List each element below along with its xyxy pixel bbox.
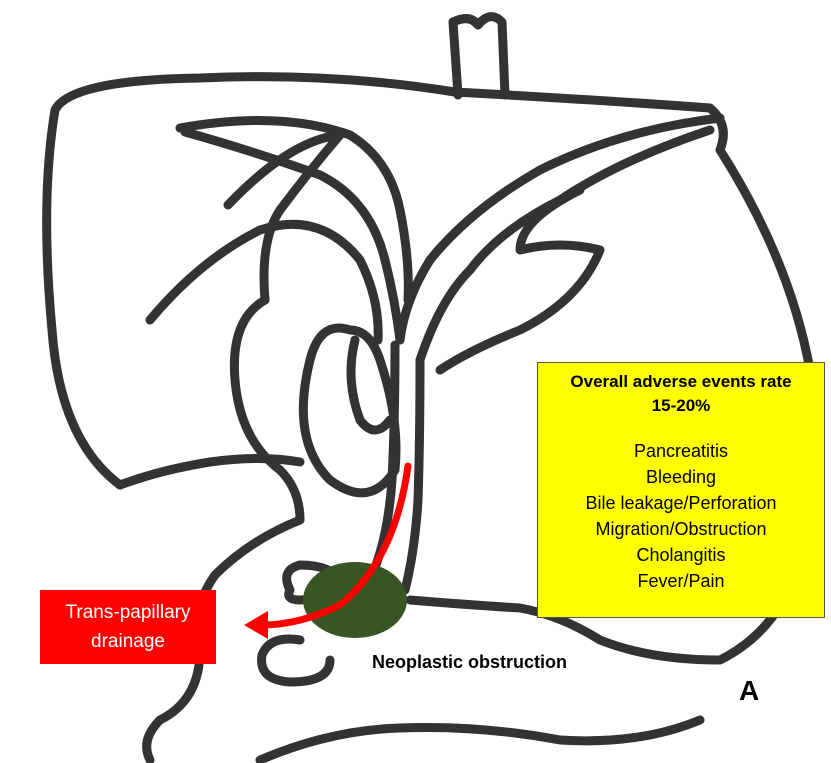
obstruction-label: Neoplastic obstruction — [372, 652, 567, 673]
event-cholangitis: Cholangitis — [538, 542, 824, 568]
drainage-label-line2: drainage — [40, 627, 216, 656]
cystic-loop — [234, 300, 300, 520]
event-migration: Migration/Obstruction — [538, 516, 824, 542]
adverse-events-title-line1: Overall adverse events rate — [538, 370, 824, 394]
adverse-events-box: Overall adverse events rate 15-20% Pancr… — [537, 362, 825, 618]
event-pancreatitis: Pancreatitis — [538, 438, 824, 464]
adverse-events-rate: 15-20% — [538, 394, 824, 418]
ivc-stump-outline — [453, 17, 505, 95]
event-bleeding: Bleeding — [538, 464, 824, 490]
drainage-label-line1: Trans-papillary — [40, 598, 216, 627]
drainage-arrowhead — [244, 611, 268, 639]
left-duct-lower — [185, 132, 400, 340]
tumor-mass — [303, 562, 407, 638]
left-branch-inner — [228, 135, 340, 300]
event-bile-leakage: Bile leakage/Perforation — [538, 490, 824, 516]
adverse-events-title: Overall adverse events rate 15-20% — [538, 370, 824, 418]
drainage-label-box: Trans-papillary drainage — [40, 590, 216, 664]
panel-letter: A — [739, 675, 759, 707]
adverse-events-list: Pancreatitis Bleeding Bile leakage/Perfo… — [538, 438, 824, 594]
duodenum-bottom — [260, 720, 700, 760]
duodenum-lower-loop — [262, 639, 330, 682]
event-fever-pain: Fever/Pain — [538, 568, 824, 594]
